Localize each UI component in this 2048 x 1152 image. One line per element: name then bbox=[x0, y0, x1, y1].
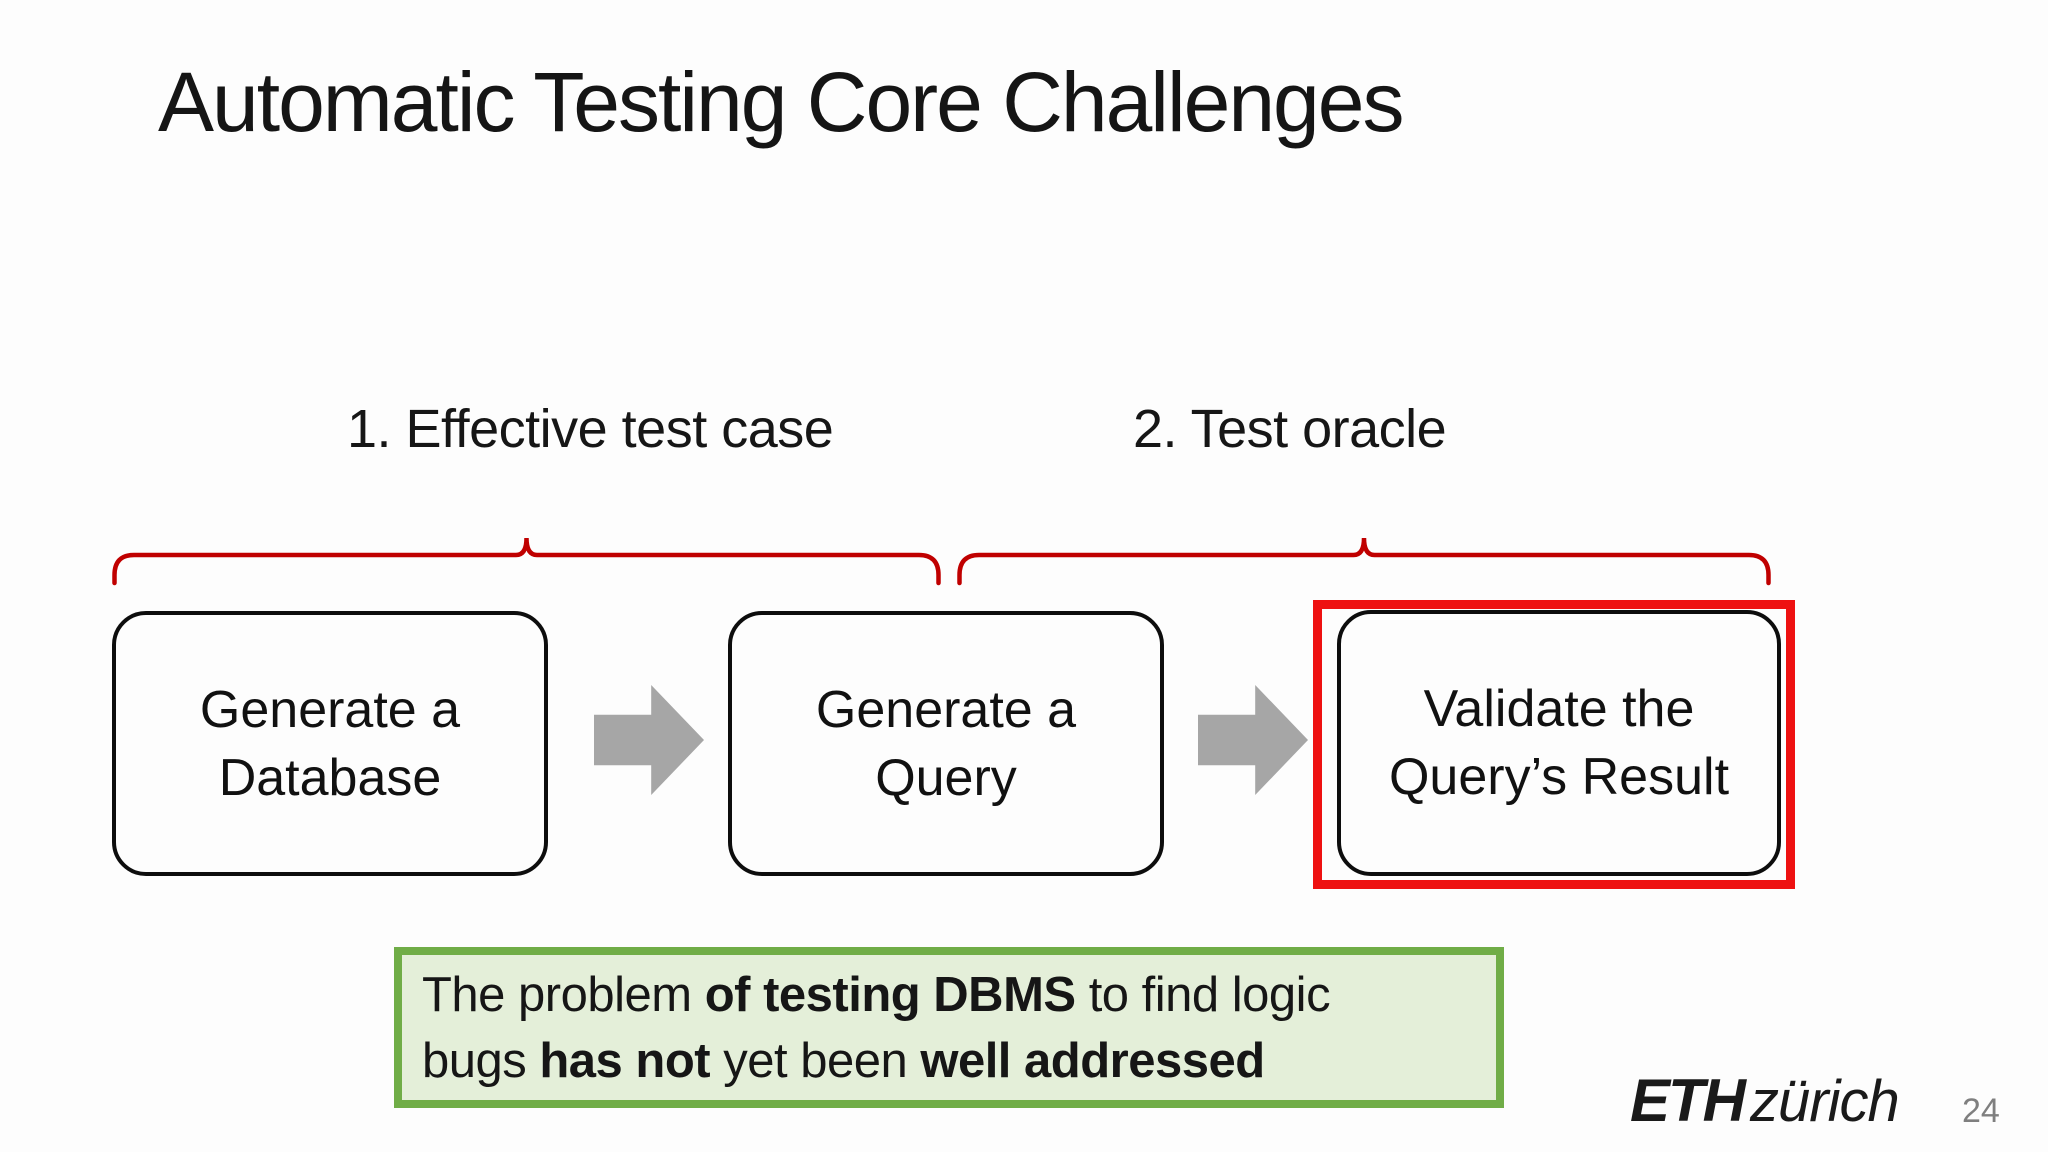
callout-line: The problem of testing DBMS to find logi… bbox=[422, 967, 1331, 1022]
flow-box-line: Query bbox=[875, 748, 1017, 807]
flow-box-line: Validate the bbox=[1423, 680, 1695, 738]
flow-box-line: Database bbox=[218, 748, 442, 807]
test-oracle-highlight-outline bbox=[1313, 600, 1795, 889]
eth-logo-mark: ETH bbox=[1630, 1067, 1746, 1134]
challenge-label-effective-test-case: 1. Effective test case bbox=[347, 399, 834, 459]
flow-box-line: Generate a bbox=[199, 680, 461, 739]
page-title: Automatic Testing Core Challenges bbox=[158, 55, 1404, 149]
page-number: 24 bbox=[1962, 1092, 2000, 1130]
flow-box-generate-database: Generate a Database bbox=[112, 611, 548, 876]
callout-box: The problem of testing DBMS to find logi… bbox=[394, 947, 1504, 1108]
flow-box-generate-query: Generate a Query bbox=[728, 611, 1164, 876]
flow-arrow-icon bbox=[1198, 685, 1308, 795]
challenge-label-test-oracle: 2. Test oracle bbox=[1133, 399, 1447, 459]
callout-line: bugs has not yet been well addressed bbox=[422, 1033, 1265, 1088]
curly-brace-icon-effective-test-case bbox=[112, 537, 941, 586]
flow-arrow-icon bbox=[594, 685, 704, 795]
flow-box-validate-query-result: Validate the Query’s Result bbox=[1337, 610, 1781, 876]
curly-brace-icon-test-oracle bbox=[957, 537, 1771, 586]
flow-box-line: Query’s Result bbox=[1388, 748, 1730, 806]
eth-logo-city: zürich bbox=[1750, 1069, 1900, 1134]
flow-box-line: Generate a bbox=[815, 680, 1077, 739]
